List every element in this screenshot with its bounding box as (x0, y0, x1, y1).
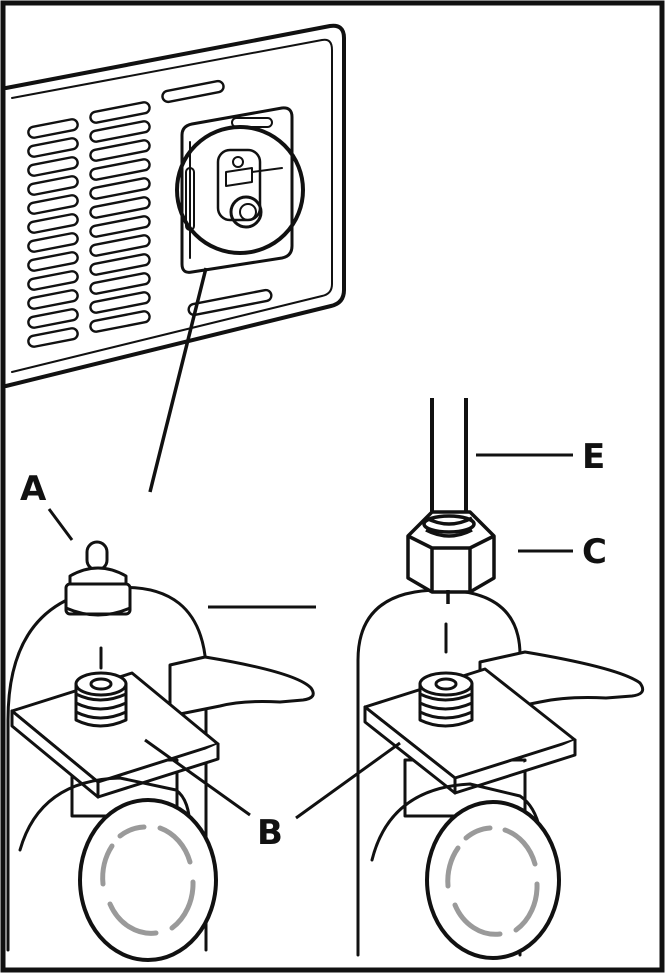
hose-icon (430, 398, 468, 518)
leader-b-left (144, 738, 251, 817)
magnifier-leader-line (148, 267, 208, 493)
leader-b-right (295, 741, 401, 820)
leader-a (47, 508, 74, 541)
valve-cap-icon (64, 540, 132, 617)
callout-c: C (582, 532, 607, 572)
vent-slots (27, 79, 273, 348)
vented-panel-icon (4, 23, 346, 388)
panel-inner-edge (11, 38, 333, 373)
valve-icon (6, 585, 315, 962)
valve-recess (180, 106, 294, 274)
callout-a: A (20, 469, 47, 509)
callout-e: E (582, 437, 605, 477)
valve-icon-connected (356, 588, 645, 960)
panel-outer-edge (4, 23, 346, 388)
hex-nut-icon (406, 510, 496, 604)
callout-b: B (257, 813, 283, 853)
magnifier-circle (175, 125, 305, 255)
